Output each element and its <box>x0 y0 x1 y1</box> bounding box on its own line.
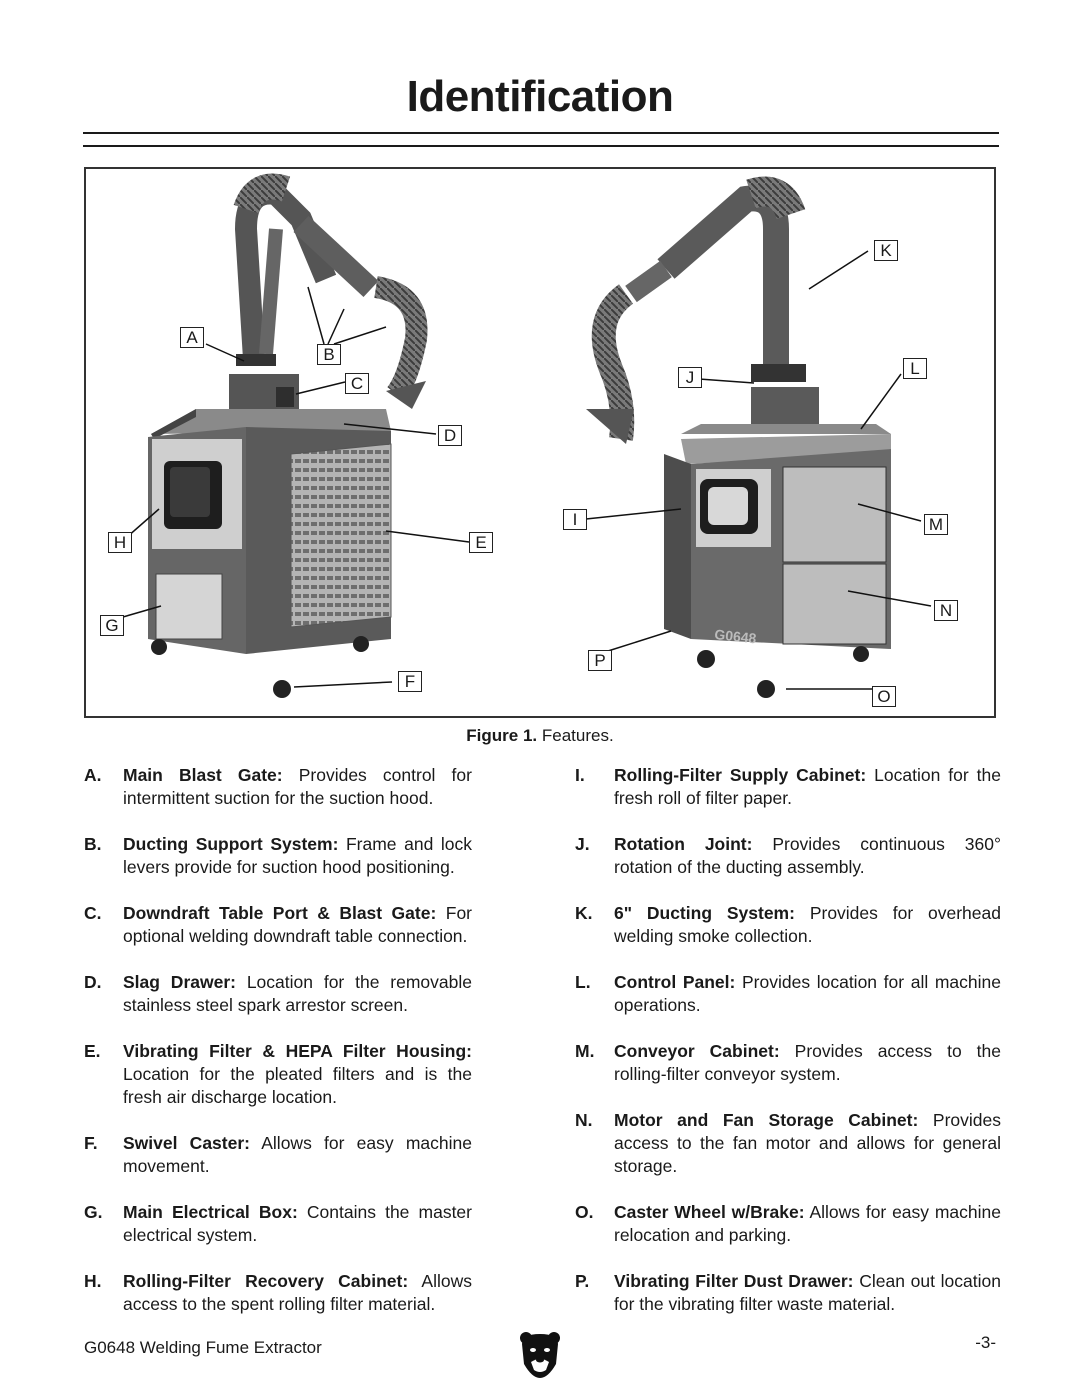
feature-item-m: M. Conveyor Cabinet: Provides access to t… <box>575 1040 1001 1086</box>
feature-name: Downdraft Table Port & Blast Gate: <box>123 903 437 923</box>
feature-letter: C. <box>84 903 102 923</box>
callout-e: E <box>469 532 493 553</box>
feature-letter: P. <box>575 1271 590 1291</box>
features-list-left: A. Main Blast Gate: Provides control for … <box>84 764 472 1339</box>
machine-illustration: G0648 <box>115 173 932 698</box>
bear-logo-icon <box>520 1332 560 1378</box>
caption-text: Features. <box>541 726 614 745</box>
feature-name: Caster Wheel w/Brake: <box>614 1202 805 1222</box>
callout-g: G <box>100 615 124 636</box>
right-machine-view: G0648 <box>586 176 891 698</box>
feature-item-n: N. Motor and Fan Storage Cabinet: Provide… <box>575 1109 1001 1178</box>
title-rule-top <box>83 132 999 134</box>
feature-desc: Allows for easy machine relocation and p… <box>614 1202 1001 1245</box>
feature-desc: Frame and lock levers provide for suctio… <box>123 834 472 877</box>
feature-item-l: L. Control Panel: Provides location for a… <box>575 971 1001 1017</box>
feature-desc: Allows access to the spent rolling filte… <box>123 1271 472 1314</box>
feature-item-o: O. Caster Wheel w/Brake: Allows for easy … <box>575 1201 1001 1247</box>
feature-letter: H. <box>84 1271 102 1291</box>
feature-desc: Location for the fresh roll of filter pa… <box>614 765 1001 808</box>
page-number: -3- <box>975 1333 996 1352</box>
feature-desc: Provides for overhead welding smoke coll… <box>614 903 1001 946</box>
feature-letter: O. <box>575 1202 594 1222</box>
callout-k: K <box>874 240 898 261</box>
callout-d: D <box>438 425 462 446</box>
feature-letter: N. <box>575 1110 593 1130</box>
callout-i: I <box>563 509 587 530</box>
callout-b: B <box>317 344 341 365</box>
feature-name: Vibrating Filter & HEPA Filter Housing: <box>123 1041 472 1061</box>
feature-desc: Allows for easy machine movement. <box>123 1133 472 1176</box>
figure-caption: Figure 1. Features. <box>0 726 1080 746</box>
feature-name: Conveyor Cabinet: <box>614 1041 780 1061</box>
feature-item-j: J. Rotation Joint: Provides continuous 36… <box>575 833 1001 879</box>
callout-n: N <box>934 600 958 621</box>
feature-name: Vibrating Filter Dust Drawer: <box>614 1271 854 1291</box>
feature-name: Rolling-Filter Recovery Cabinet: <box>123 1271 409 1291</box>
feature-name: Ducting Support System: <box>123 834 339 854</box>
left-machine-view <box>148 173 428 698</box>
feature-desc: Provides access to the rolling-filter co… <box>614 1041 1002 1084</box>
leader-arrows <box>115 250 932 690</box>
feature-item-b: B. Ducting Support System: Frame and lock… <box>84 833 472 879</box>
features-list-right: I. Rolling-Filter Supply Cabinet: Locatio… <box>575 764 1001 1339</box>
feature-name: Motor and Fan Storage Cabinet: <box>614 1110 919 1130</box>
feature-name: 6" Ducting System: <box>614 903 795 923</box>
callout-j: J <box>678 367 702 388</box>
feature-name: Slag Drawer: <box>123 972 236 992</box>
feature-letter: I. <box>575 765 585 785</box>
feature-name: Swivel Caster: <box>123 1133 250 1153</box>
callout-o: O <box>872 686 896 707</box>
feature-item-f: F. Swivel Caster: Allows for easy machine… <box>84 1132 472 1178</box>
title-rule-bottom <box>83 145 999 147</box>
feature-letter: K. <box>575 903 593 923</box>
feature-item-e: E. Vibrating Filter & HEPA Filter Housing… <box>84 1040 472 1109</box>
feature-name: Rotation Joint: <box>614 834 753 854</box>
feature-item-d: D. Slag Drawer: Location for the removabl… <box>84 971 472 1017</box>
feature-letter: G. <box>84 1202 103 1222</box>
features-figure: G0648 A B C D E <box>84 167 996 718</box>
model-marking: G0648 <box>714 626 758 646</box>
feature-desc: Provides location for all machine operat… <box>614 972 1001 1015</box>
callout-m: M <box>924 514 948 535</box>
feature-letter: F. <box>84 1133 98 1153</box>
callout-a: A <box>180 327 204 348</box>
page-title: Identification <box>406 72 674 121</box>
callout-l: L <box>903 358 927 379</box>
feature-desc: Location for the removable stainless ste… <box>123 972 472 1015</box>
feature-letter: E. <box>84 1041 101 1061</box>
feature-desc: Location for the pleated filters and is … <box>123 1064 472 1107</box>
feature-item-g: G. Main Electrical Box: Contains the mast… <box>84 1201 472 1247</box>
feature-item-h: H. Rolling-Filter Recovery Cabinet: Allow… <box>84 1270 472 1316</box>
caption-label: Figure 1. <box>466 726 538 745</box>
feature-desc: Provides continuous 360° rotation of the… <box>614 834 1001 877</box>
feature-letter: M. <box>575 1041 595 1061</box>
callout-p: P <box>588 650 612 671</box>
feature-item-k: K. 6" Ducting System: Provides for overhe… <box>575 902 1001 948</box>
footer-model: G0648 Welding Fume Extractor <box>84 1338 322 1357</box>
feature-letter: L. <box>575 972 591 992</box>
feature-desc: For optional welding downdraft table con… <box>123 903 472 946</box>
feature-item-c: C. Downdraft Table Port & Blast Gate: For… <box>84 902 472 948</box>
feature-desc: Provides control for intermittent suctio… <box>123 765 472 808</box>
feature-item-a: A. Main Blast Gate: Provides control for … <box>84 764 472 810</box>
feature-name: Main Blast Gate: <box>123 765 283 785</box>
feature-name: Rolling-Filter Supply Cabinet: <box>614 765 867 785</box>
feature-desc: Provides access to the fan motor and all… <box>614 1110 1001 1176</box>
callout-h: H <box>108 532 132 553</box>
feature-item-p: P. Vibrating Filter Dust Drawer: Clean ou… <box>575 1270 1001 1316</box>
feature-name: Main Electrical Box: <box>123 1202 298 1222</box>
feature-letter: A. <box>84 765 102 785</box>
callout-c: C <box>345 373 369 394</box>
feature-item-i: I. Rolling-Filter Supply Cabinet: Locatio… <box>575 764 1001 810</box>
feature-letter: J. <box>575 834 590 854</box>
feature-desc: Contains the master electrical system. <box>123 1202 472 1245</box>
feature-desc: Clean out location for the vibrating fil… <box>614 1271 1001 1314</box>
callout-f: F <box>398 671 422 692</box>
feature-letter: D. <box>84 972 102 992</box>
feature-name: Control Panel: <box>614 972 736 992</box>
feature-letter: B. <box>84 834 102 854</box>
